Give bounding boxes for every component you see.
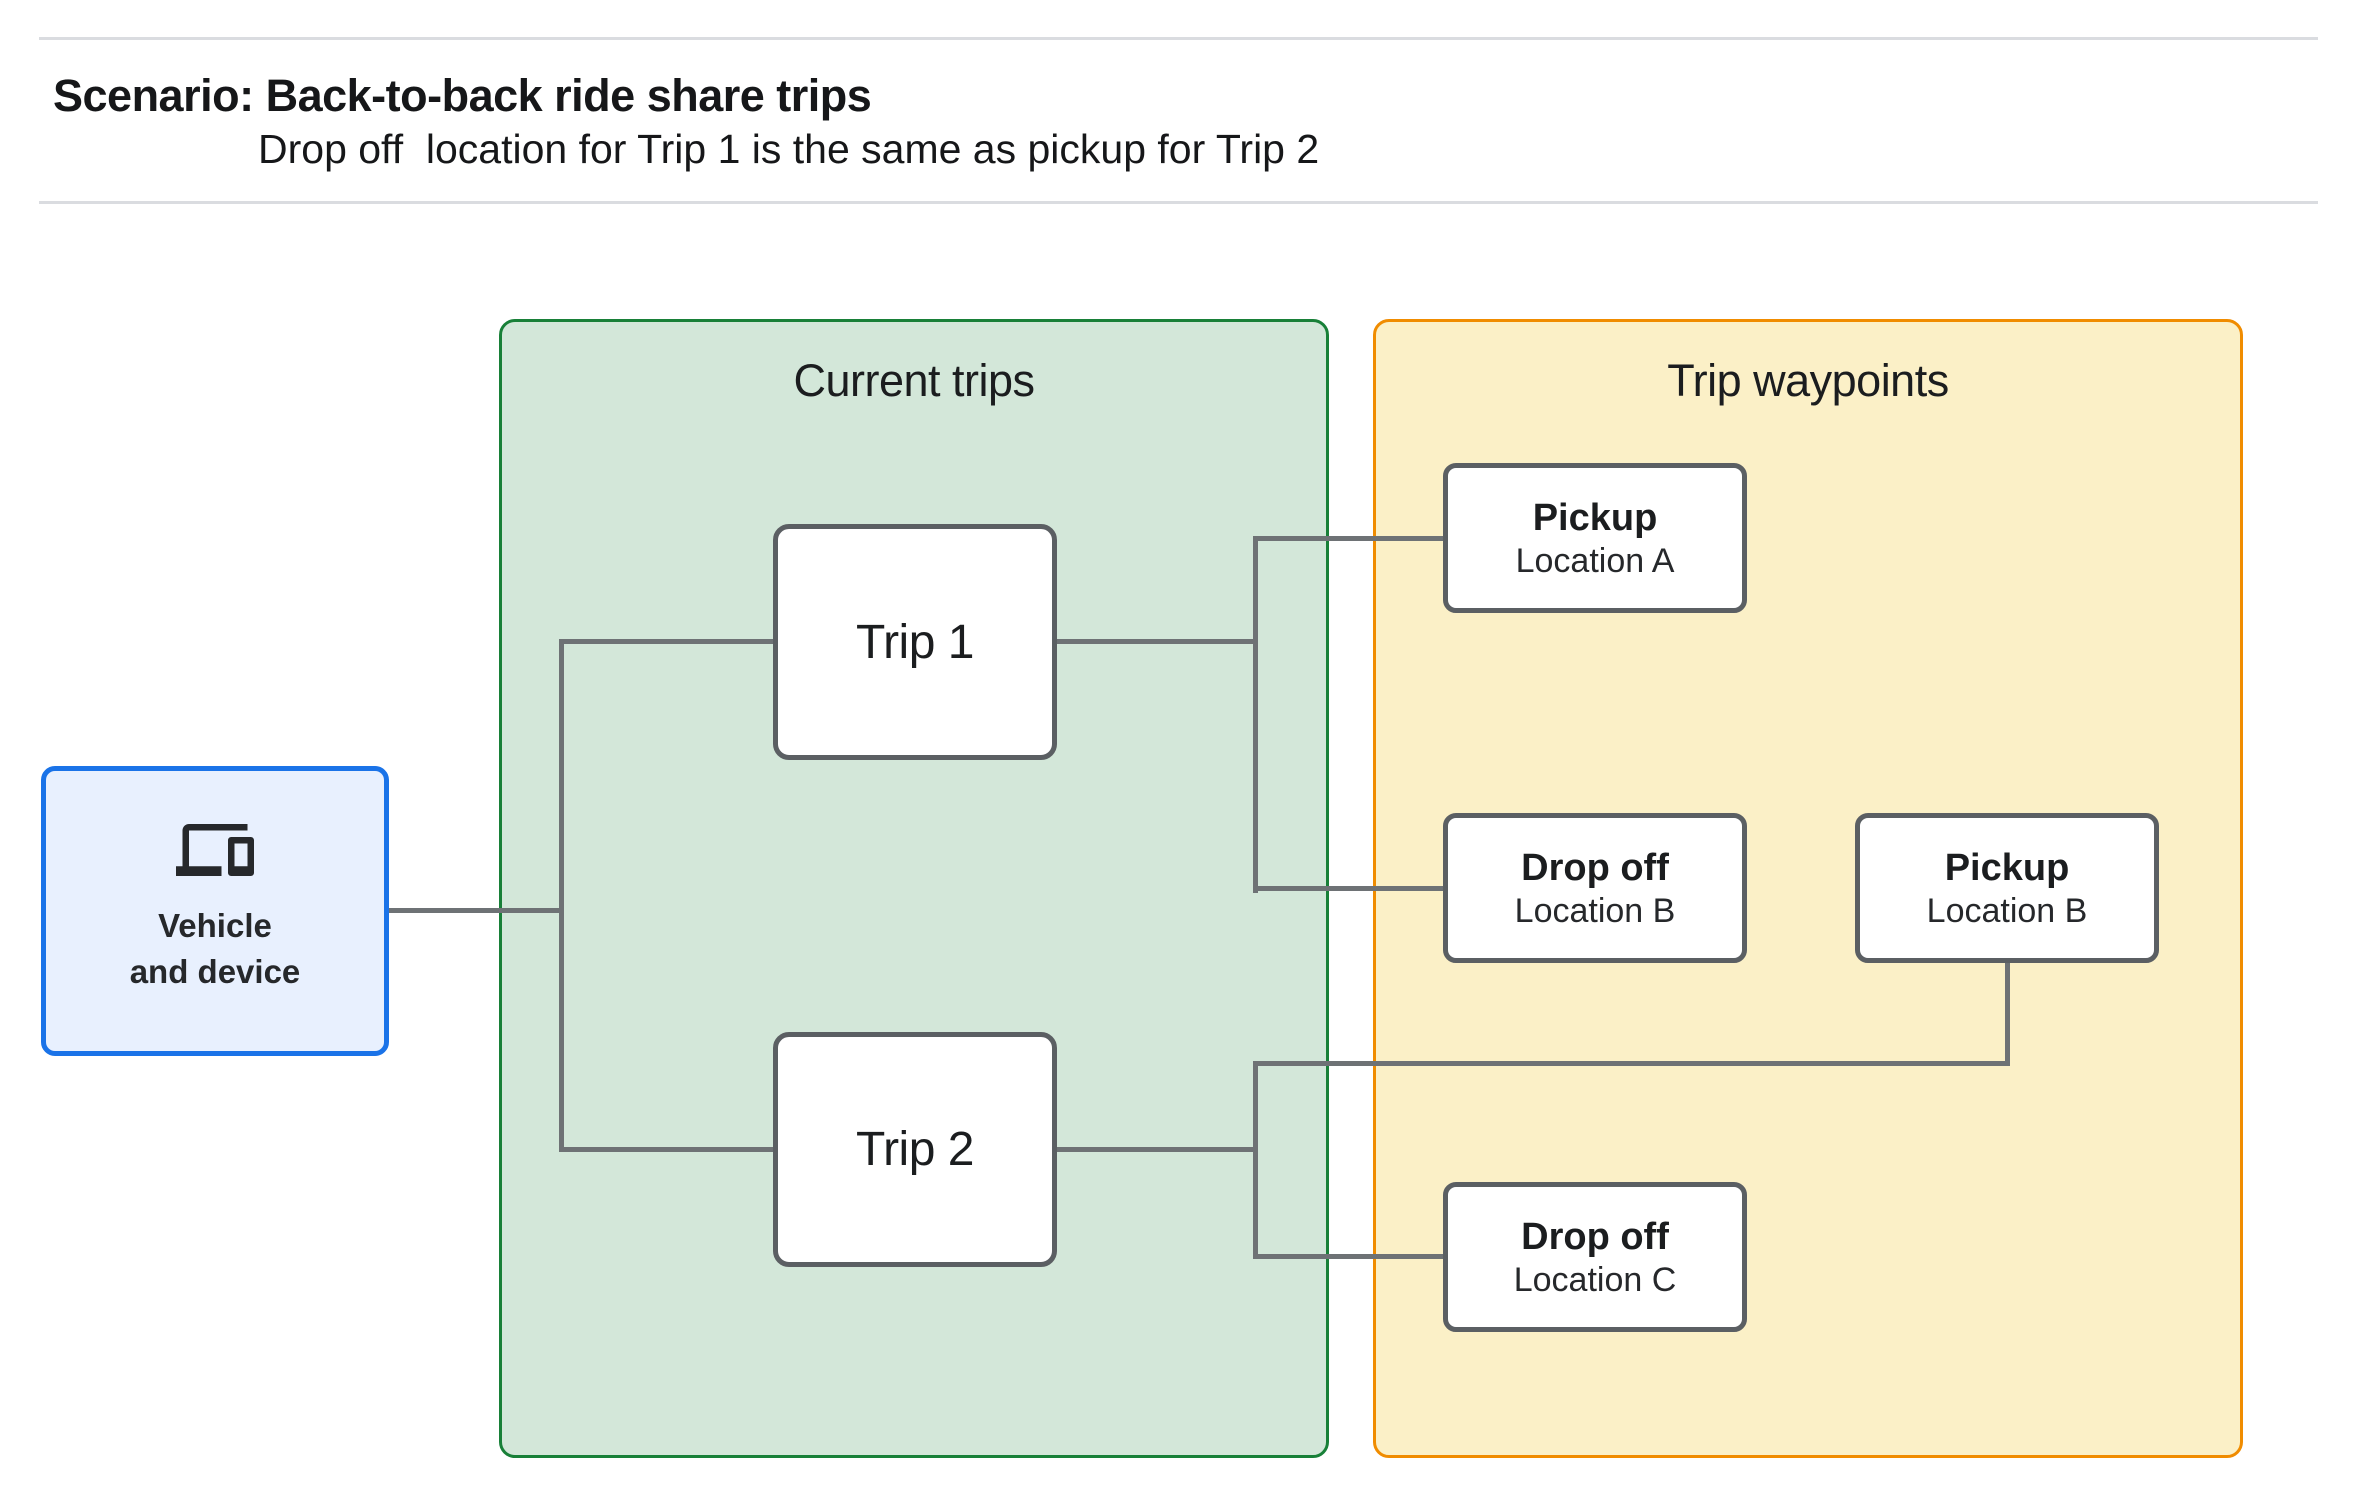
waypoint-dropoff-location-c: Drop off Location C xyxy=(1443,1182,1747,1332)
top-divider xyxy=(39,37,2318,40)
vehicle-label-line1: Vehicle xyxy=(158,907,272,944)
connector-to-pickup-a xyxy=(1253,536,1449,541)
waypoint-location: Location C xyxy=(1513,1261,1677,1299)
trip-1-node: Trip 1 xyxy=(773,524,1057,760)
waypoint-location: Location B xyxy=(1514,892,1676,930)
waypoint-pickup-location-a: Pickup Location A xyxy=(1443,463,1747,613)
connector-trip2-out xyxy=(1055,1147,1258,1152)
devices-icon xyxy=(176,824,254,876)
connector-to-trip1 xyxy=(559,639,775,644)
waypoint-pickup-location-b: Pickup Location B xyxy=(1855,813,2159,963)
current-trips-group: Current trips xyxy=(499,319,1329,1458)
trip-2-node: Trip 2 xyxy=(773,1032,1057,1267)
waypoint-title: Drop off xyxy=(1521,1216,1669,1258)
page-subtitle: Drop off location for Trip 1 is the same… xyxy=(258,126,1320,172)
connector-pickup-b-horizontal xyxy=(1253,1061,2010,1066)
connector-to-dropoff-b xyxy=(1253,886,1449,891)
vehicle-label: Vehicle and device xyxy=(130,903,301,995)
waypoint-location: Location A xyxy=(1515,542,1675,580)
trip-2-label: Trip 2 xyxy=(856,1123,974,1176)
connector-to-dropoff-c xyxy=(1253,1254,1449,1259)
waypoint-title: Pickup xyxy=(1944,847,2070,889)
trip-1-label: Trip 1 xyxy=(856,615,974,669)
waypoint-title: Pickup xyxy=(1532,497,1658,539)
waypoint-dropoff-location-b: Drop off Location B xyxy=(1443,813,1747,963)
page-title: Scenario: Back-to-back ride share trips xyxy=(53,70,872,121)
vehicle-node: Vehicle and device xyxy=(41,766,389,1056)
waypoint-location: Location B xyxy=(1926,892,2088,930)
connector-trip2-junction-vertical xyxy=(1253,1061,1258,1259)
connector-trip1-out xyxy=(1055,639,1258,644)
connector-branch-vertical xyxy=(559,639,564,1152)
connector-to-trip2 xyxy=(559,1147,775,1152)
connector-trip1-junction-vertical xyxy=(1253,536,1258,893)
current-trips-label: Current trips xyxy=(793,355,1035,406)
vehicle-label-line2: and device xyxy=(129,953,301,990)
connector-pickup-b-drop xyxy=(2005,960,2010,1066)
connector-vehicle-out xyxy=(387,908,562,913)
trip-waypoints-label: Trip waypoints xyxy=(1667,355,1949,406)
header-divider xyxy=(39,201,2318,204)
waypoint-title: Drop off xyxy=(1521,847,1669,889)
